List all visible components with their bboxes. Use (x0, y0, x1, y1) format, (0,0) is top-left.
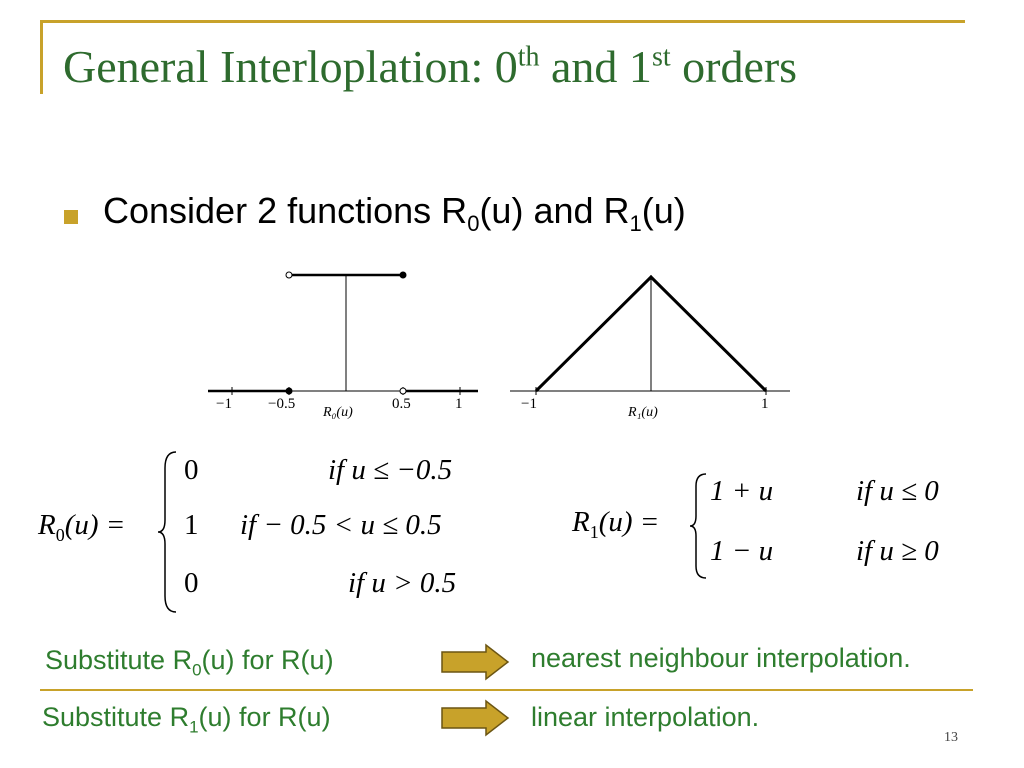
divider-line (40, 689, 973, 691)
r1-case-condition: if u ≤ 0 (856, 475, 939, 507)
r0-case-condition: if u > 0.5 (348, 567, 457, 599)
r0-closed-dot-bottom (285, 387, 293, 395)
r1-tick-label: −1 (521, 396, 537, 412)
r0-case-condition: if u ≤ −0.5 (328, 454, 453, 486)
r0-axis-label: R₀(u) (323, 405, 353, 420)
arrow-right-icon (441, 699, 510, 737)
r0-case-value: 0 (184, 567, 199, 599)
r0-open-dot-top (285, 271, 293, 279)
top-decor-line (40, 20, 965, 23)
substitution-r1: Substitute R1(u) for R(u) (42, 702, 331, 737)
r0-plot (208, 271, 478, 395)
arrow-right-icon (441, 643, 510, 681)
r1-equation-lhs: R1(u) = (572, 506, 660, 542)
r0-equation-lhs: R0(u) = (38, 509, 126, 545)
r1-axis-label: R₁(u) (628, 405, 658, 420)
result-linear: linear interpolation. (531, 702, 760, 732)
r1-case-value: 1 − u (710, 535, 774, 567)
bullet-marker (64, 210, 78, 224)
r0-tick-label: −0.5 (268, 396, 296, 412)
bullet-text: Consider 2 functions R0(u) and R1(u) (103, 190, 686, 237)
r0-case-value: 0 (184, 454, 199, 486)
r1-tick-label: 1 (761, 396, 769, 412)
r1-plot (510, 274, 790, 395)
r1-brace (689, 473, 707, 579)
r0-open-dot-bottom (399, 387, 407, 395)
r1-case-condition: if u ≥ 0 (856, 535, 939, 567)
r1-case-value: 1 + u (710, 475, 774, 507)
r0-case-condition: if − 0.5 < u ≤ 0.5 (240, 509, 442, 541)
substitution-r0: Substitute R0(u) for R(u) (45, 645, 334, 680)
left-decor-line (40, 20, 43, 94)
r0-brace (157, 451, 177, 613)
slide-title: General Interloplation: 0th and 1st orde… (63, 41, 798, 92)
r0-case-value: 1 (184, 509, 199, 541)
page-number: 13 (944, 730, 958, 745)
r0-tick-label: 0.5 (392, 396, 411, 412)
result-nearest-neighbour: nearest neighbour interpolation. (531, 643, 911, 673)
r1-triangle (534, 274, 768, 393)
r0-closed-dot-top (399, 271, 407, 279)
r0-tick-label: −1 (216, 396, 232, 412)
r0-tick-label: 1 (455, 396, 463, 412)
